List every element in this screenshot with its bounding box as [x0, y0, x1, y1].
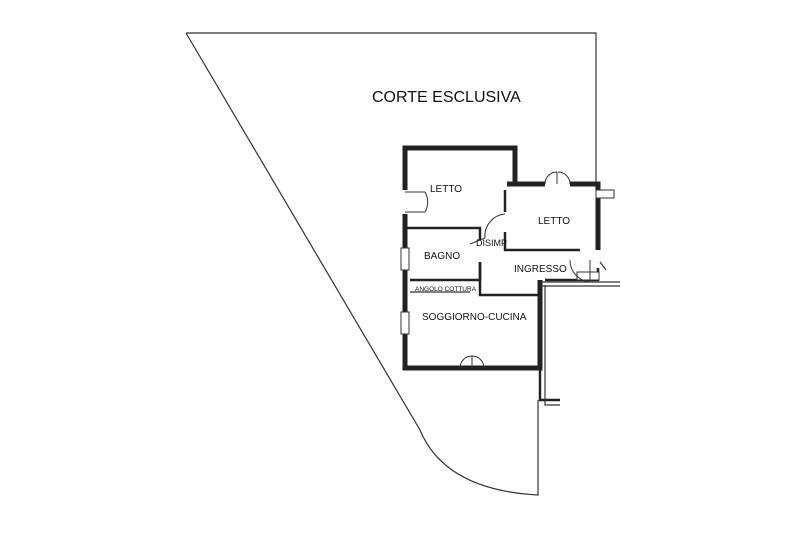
- label-bathroom: BAGNO: [424, 251, 460, 262]
- label-bedroom-2: LETTO: [538, 216, 570, 227]
- label-entrance: INGRESSO: [514, 264, 567, 275]
- windows: [400, 189, 615, 335]
- label-courtyard: CORTE ESCLUSIVA: [372, 89, 521, 106]
- doors: [405, 171, 607, 369]
- label-kitchen-corner: ANGOLO COTTURA: [415, 286, 477, 293]
- label-corridor: DISIMP: [476, 238, 507, 248]
- label-living-kitchen: SOGGIORNO-CUCINA: [422, 312, 527, 323]
- courtyard-boundary: [185, 32, 597, 496]
- label-bedroom-1: LETTO: [430, 184, 462, 195]
- apartment-walls: [402, 145, 620, 406]
